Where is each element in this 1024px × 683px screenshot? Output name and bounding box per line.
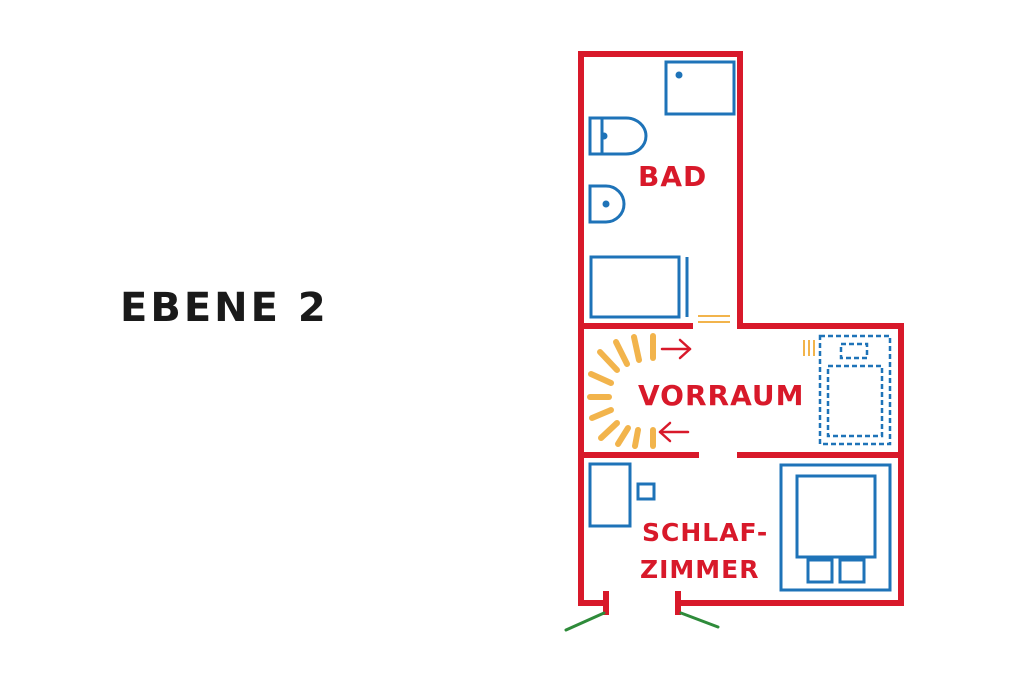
arrow-left-icon (658, 421, 690, 443)
room-label-bath: BAD (638, 160, 707, 193)
heater-icon (587, 333, 656, 449)
bathtub-icon (589, 255, 689, 319)
sink-icon (588, 184, 626, 224)
folding-bed-icon (818, 334, 892, 446)
room-label-hall: VORRAUM (638, 379, 805, 412)
bath-fixtures (588, 60, 736, 319)
bedroom-fixtures (588, 462, 892, 592)
room-label-bedroom-line1: SCHLAF- (642, 518, 768, 547)
wardrobe-icon (588, 462, 632, 528)
door-swing (564, 611, 720, 632)
level-title: EBENE 2 (120, 285, 329, 331)
bed-icon (779, 463, 892, 592)
walls (578, 51, 904, 615)
shower-icon (664, 60, 736, 116)
outer-wall (578, 51, 904, 606)
room-label-bedroom-line2: ZIMMER (640, 555, 760, 584)
nightstand-icon (636, 482, 656, 501)
doorway-mark (698, 315, 730, 323)
arrow-right-icon (660, 338, 692, 360)
toilet-icon (588, 116, 648, 156)
radiator-marks (803, 340, 815, 356)
